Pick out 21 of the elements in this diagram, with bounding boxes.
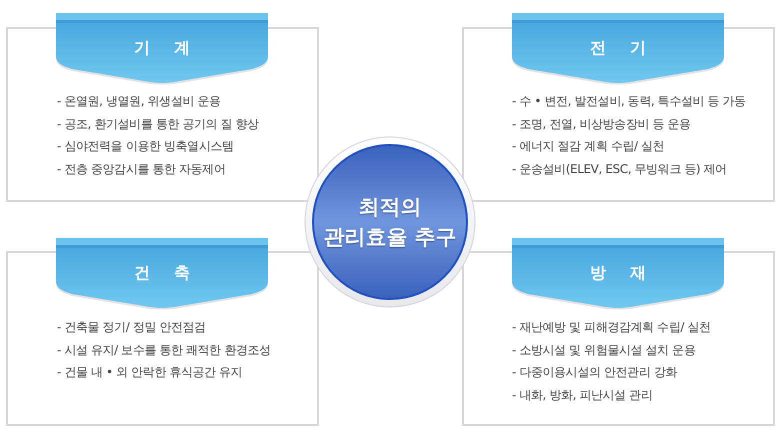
list-item: - 공조, 환기설비를 통한 공기의 질 향상 — [57, 116, 259, 132]
list-item: - 심야전력을 이용한 빙축열시스템 — [57, 138, 234, 154]
list-item: - 다중이용시설의 안전관리 강화 — [512, 364, 677, 380]
section-title: 전 기 — [590, 38, 646, 58]
list-item: - 내화, 방화, 피난시설 관리 — [512, 386, 652, 402]
circle-text: 최적의 관리효율 추구 — [322, 194, 458, 251]
list-item: - 시설 유지/ 보수를 통한 쾌적한 환경조성 — [57, 342, 271, 358]
list-item: - 조명, 전열, 비상방송장비 등 운용 — [512, 116, 691, 132]
list-item: - 전층 중앙감시를 통한 자동제어 — [57, 160, 226, 176]
list-item: - 온열원, 냉열원, 위생설비 운용 — [57, 93, 221, 109]
list-item: - 건축물 정기/ 정밀 안전점검 — [57, 319, 206, 335]
list-item: - 소방시설 및 위험물시설 설치 운용 — [512, 342, 696, 358]
list-item: - 건물 내 • 외 안락한 휴식공간 유지 — [57, 364, 242, 380]
center-circle — [304, 136, 476, 308]
list-item: - 재난예방 및 피해경감계획 수립/ 실천 — [512, 319, 711, 335]
section-title: 건 축 — [134, 263, 190, 283]
section-title: 기 계 — [134, 38, 190, 58]
list-item: - 운송설비(ELEV, ESC, 무빙워크 등) 제어 — [512, 160, 727, 176]
list-item: - 에너지 절감 계획 수립/ 실천 — [512, 138, 664, 154]
list-item: - 수 • 변전, 발전설비, 동력, 특수설비 등 가동 — [512, 93, 746, 109]
section-title: 방 재 — [590, 263, 646, 283]
